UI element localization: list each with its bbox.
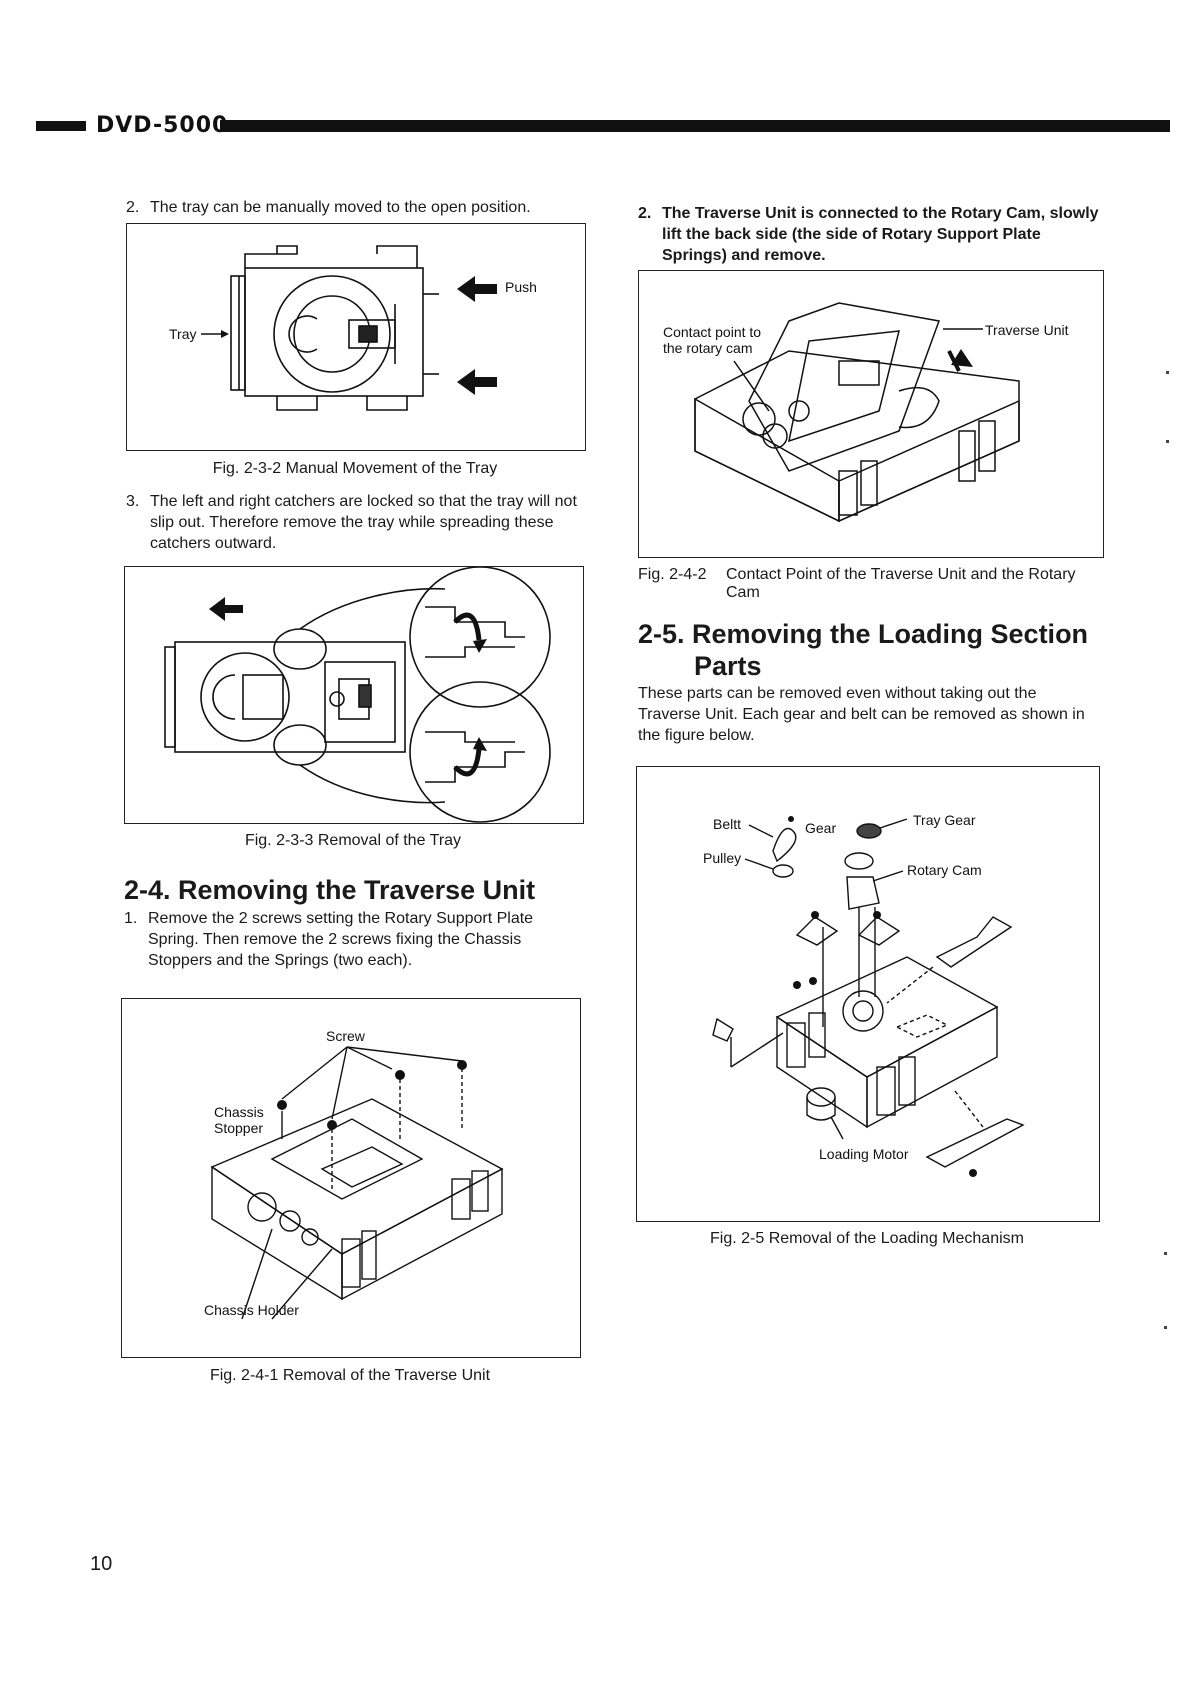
margin-speck xyxy=(1166,371,1169,374)
tray-manual-movement-diagram: Push Tray xyxy=(169,245,537,411)
caption-fig-2-5: Fig. 2-5 Removal of the Loading Mechanis… xyxy=(710,1230,1024,1247)
header-black-block xyxy=(36,121,86,131)
right-paragraph: These parts can be removed even without … xyxy=(638,685,1085,744)
traverse-rotary-contact-diagram: Contact point to the rotary cam Traverse… xyxy=(663,302,1069,523)
left-step-2: 2. The tray can be manually moved to the… xyxy=(126,197,576,218)
figure-2-3-3 xyxy=(124,566,584,824)
step-text: The Traverse Unit is connected to the Ro… xyxy=(662,205,1099,264)
header-title: DVD-5000 xyxy=(96,113,229,138)
loading-mechanism-diagram: Beltt Gear Tray Gear Pulley Rotary Cam L… xyxy=(703,812,1025,1177)
section-title-line-1: 2-5. Removing the Loading Section xyxy=(638,619,1089,649)
step-number: 2. xyxy=(638,205,652,222)
margin-speck xyxy=(1164,1326,1167,1329)
label-tray: Tray xyxy=(169,326,196,342)
left-step-3: 3. The left and right catchers are locke… xyxy=(126,491,586,554)
step-number: 2. xyxy=(126,199,140,216)
step-text: Remove the 2 screws setting the Rotary S… xyxy=(148,910,534,969)
page-number: 10 xyxy=(90,1553,113,1575)
left-step-1: 1. Remove the 2 screws setting the Rotar… xyxy=(124,908,586,971)
label-chassis: Chassis xyxy=(214,1104,264,1120)
label-tray-gear: Tray Gear xyxy=(913,812,976,828)
figure-2-4-1: Screw Chassis Stopper Chassis Holder xyxy=(121,998,581,1358)
label-screw: Screw xyxy=(326,1028,366,1044)
label-rotary-cam-part: Rotary Cam xyxy=(907,862,982,878)
caption-fig-2-4-2: Fig. 2-4-2 Contact Point of the Traverse… xyxy=(638,566,1108,602)
step-number: 1. xyxy=(124,910,138,927)
figure-2-3-2: Push Tray xyxy=(126,223,586,451)
tray-removal-diagram xyxy=(164,567,551,823)
label-rotary-cam: the rotary cam xyxy=(663,340,752,356)
label-loading-motor: Loading Motor xyxy=(819,1146,909,1162)
caption-text: Contact Point of the Traverse Unit and t… xyxy=(726,566,1076,601)
label-push: Push xyxy=(505,279,537,295)
caption-fig-2-3-2: Fig. 2-3-2 Manual Movement of the Tray xyxy=(212,460,498,477)
step-text: The left and right catchers are locked s… xyxy=(150,493,577,552)
step-text: The tray can be manually moved to the op… xyxy=(150,199,531,216)
figure-2-5: Beltt Gear Tray Gear Pulley Rotary Cam L… xyxy=(636,766,1100,1222)
figure-2-4-2: Contact point to the rotary cam Traverse… xyxy=(638,270,1104,558)
margin-speck xyxy=(1166,440,1169,443)
label-stopper: Stopper xyxy=(214,1120,263,1136)
label-contact-point: Contact point to xyxy=(663,324,761,340)
traverse-unit-removal-diagram: Screw Chassis Stopper Chassis Holder xyxy=(204,1028,504,1320)
caption-number: Fig. 2-4-2 xyxy=(638,566,707,583)
section-title-line-2: Parts xyxy=(694,651,762,681)
label-belt: Beltt xyxy=(713,816,741,832)
header-rule xyxy=(220,120,1170,132)
right-step-2: 2. The Traverse Unit is connected to the… xyxy=(638,203,1108,266)
section-2-5-title: 2-5. Removing the Loading Section Parts xyxy=(638,618,1108,682)
margin-speck xyxy=(1164,1252,1167,1255)
caption-fig-2-3-3: Fig. 2-3-3 Removal of the Tray xyxy=(244,832,462,849)
section-2-4-title: 2-4. Removing the Traverse Unit xyxy=(124,875,536,905)
label-pulley: Pulley xyxy=(703,850,741,866)
step-number: 3. xyxy=(126,493,140,510)
label-traverse-unit: Traverse Unit xyxy=(985,322,1069,338)
caption-fig-2-4-1: Fig. 2-4-1 Removal of the Traverse Unit xyxy=(209,1367,491,1384)
label-gear: Gear xyxy=(805,820,836,836)
